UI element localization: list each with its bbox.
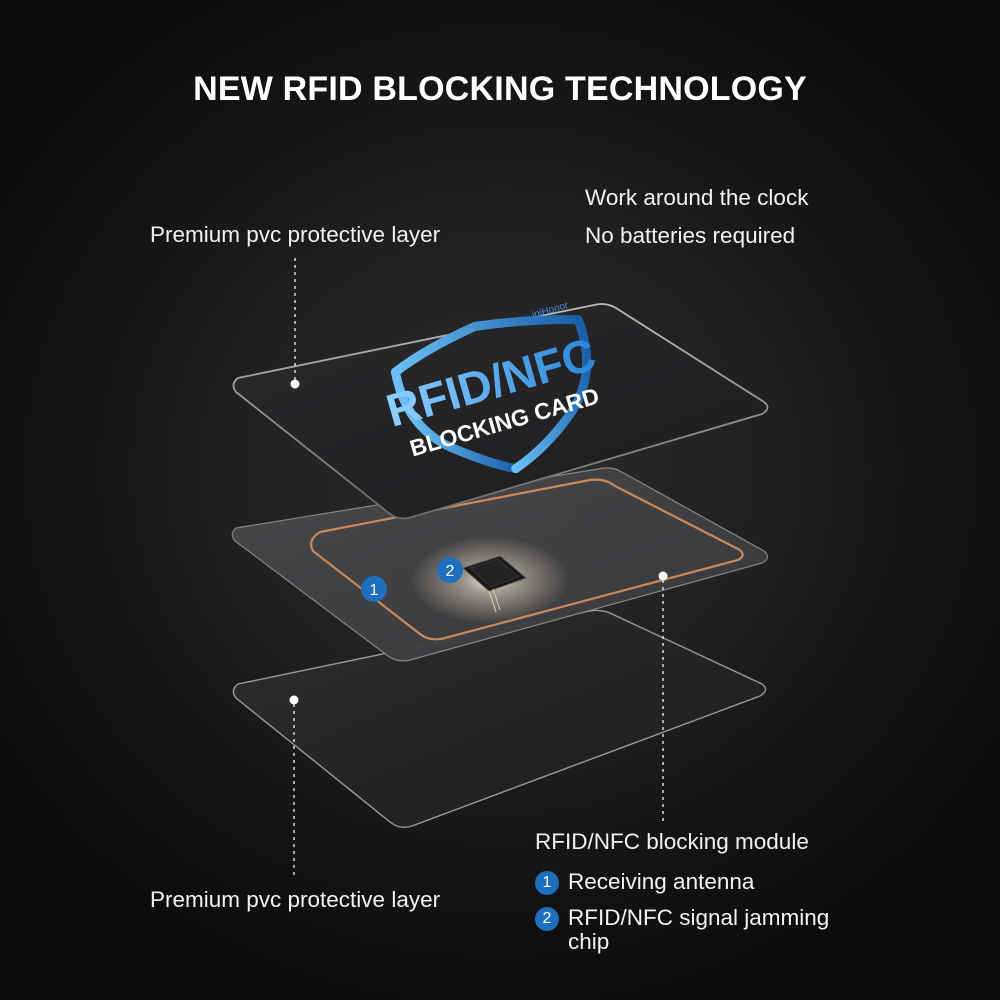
jamming-chip (462, 555, 527, 613)
chip-marker: 2 (437, 557, 463, 583)
page-title: NEW RFID BLOCKING TECHNOLOGY (193, 70, 807, 108)
legend-number-badge: 2 (535, 907, 559, 931)
legend-item-chip: 2 RFID/NFC signal jamming chip (535, 906, 865, 954)
legend-text: Receiving antenna (568, 869, 755, 894)
feature-no-batteries: No batteries required (585, 223, 796, 248)
top-pvc-layer (232, 303, 769, 520)
label-bottom-layer: Premium pvc protective layer (150, 887, 441, 912)
bottom-pvc-layer (232, 609, 767, 829)
legend-text: RFID/NFC signal jamming chip (568, 905, 830, 954)
legend-number-badge: 1 (535, 871, 559, 895)
label-top-layer: Premium pvc protective layer (150, 222, 441, 247)
svg-text:1: 1 (370, 582, 379, 599)
leader-bottom-layer (289, 695, 299, 878)
leader-top-layer (290, 258, 300, 389)
feature-work-around-clock: Work around the clock (585, 185, 809, 210)
antenna-marker: 1 (361, 576, 387, 602)
receiving-antenna-coil (310, 478, 744, 641)
leader-module-layer (658, 571, 668, 822)
legend-item-antenna: 1 Receiving antenna (535, 870, 754, 895)
label-blocking-module: RFID/NFC blocking module (535, 829, 809, 854)
shield-icon (390, 315, 592, 474)
svg-text:2: 2 (446, 563, 455, 580)
